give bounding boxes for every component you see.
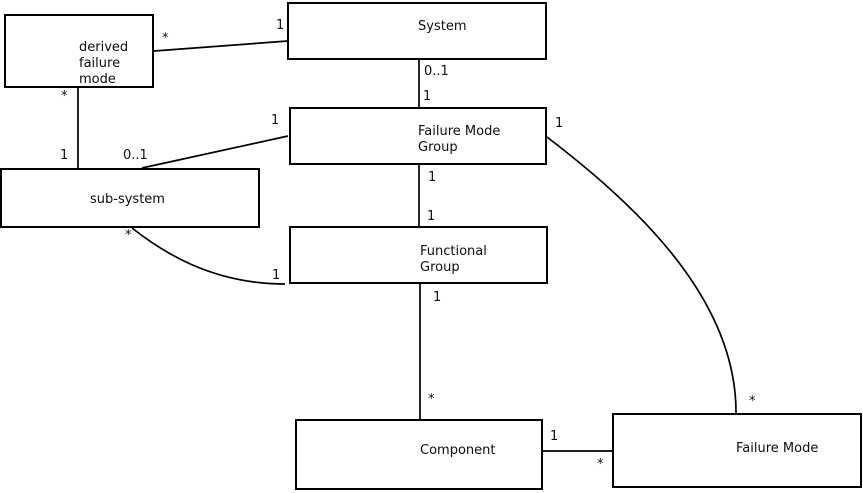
node-derived-failure-mode: derived failure mode bbox=[4, 14, 154, 88]
node-component: Component bbox=[295, 419, 543, 490]
node-label-sub-system: sub-system bbox=[90, 192, 165, 207]
node-label-functional-group: Functional Group bbox=[420, 244, 487, 275]
multiplicity-label: 1 bbox=[428, 170, 437, 185]
multiplicity-label: * bbox=[749, 394, 756, 409]
multiplicity-label: * bbox=[125, 228, 132, 243]
multiplicity-label: 1 bbox=[555, 116, 564, 131]
multiplicity-label: 1 bbox=[272, 268, 281, 283]
node-label-failure-mode: Failure Mode bbox=[736, 441, 819, 456]
node-failure-mode: Failure Mode bbox=[612, 413, 862, 488]
node-label-component: Component bbox=[420, 443, 496, 458]
edge-system-derived-failure-mode bbox=[153, 40, 289, 52]
multiplicity-label: 1 bbox=[271, 113, 280, 128]
multiplicity-label: 1 bbox=[276, 18, 285, 33]
multiplicity-label: * bbox=[61, 89, 68, 104]
node-system: System bbox=[287, 2, 547, 60]
node-sub-system: sub-system bbox=[0, 168, 260, 228]
node-label-derived-failure-mode: derived failure mode bbox=[79, 40, 129, 87]
multiplicity-label: 1 bbox=[433, 290, 442, 305]
multiplicity-label: 1 bbox=[423, 89, 432, 104]
multiplicity-label: 0..1 bbox=[424, 64, 449, 79]
node-label-failure-mode-group: Failure Mode Group bbox=[418, 124, 501, 155]
multiplicity-label: 1 bbox=[60, 148, 69, 163]
multiplicity-label: * bbox=[597, 457, 604, 472]
multiplicity-label: 1 bbox=[427, 209, 436, 224]
edge-failure-mode-group-sub-system bbox=[141, 135, 289, 169]
node-functional-group: Functional Group bbox=[289, 226, 548, 284]
node-label-system: System bbox=[418, 19, 467, 34]
multiplicity-label: * bbox=[428, 392, 435, 407]
multiplicity-label: 1 bbox=[550, 429, 559, 444]
multiplicity-label: * bbox=[162, 31, 169, 46]
edge-sub-system-functional-group bbox=[131, 227, 286, 285]
edge-failure-mode-group-failure-mode bbox=[546, 136, 737, 415]
multiplicity-label: 0..1 bbox=[123, 148, 148, 163]
node-failure-mode-group: Failure Mode Group bbox=[289, 107, 547, 165]
